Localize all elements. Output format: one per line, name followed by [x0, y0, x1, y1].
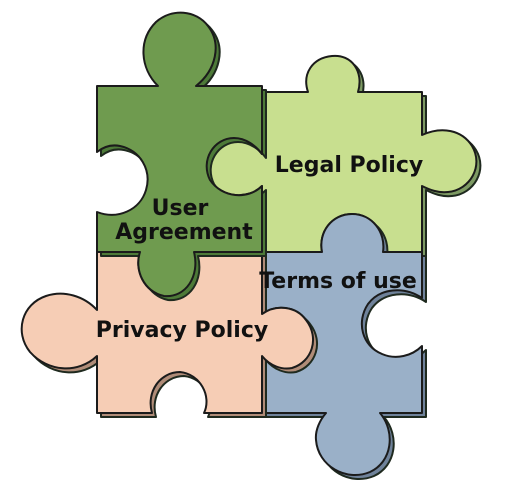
user-agreement-label-line-1: User: [152, 196, 209, 221]
puzzle-piece-user-agreement: [96, 11, 267, 302]
legal-policy-label: Legal Policy: [275, 153, 423, 178]
puzzle-piece-terms-of-use: [261, 213, 427, 481]
user-agreement-piece: [96, 11, 263, 298]
privacy-policy-label: Privacy Policy: [96, 318, 268, 343]
terms-of-use-label: Terms of use: [259, 269, 417, 294]
user-agreement-label-line-2: Agreement: [115, 220, 253, 245]
